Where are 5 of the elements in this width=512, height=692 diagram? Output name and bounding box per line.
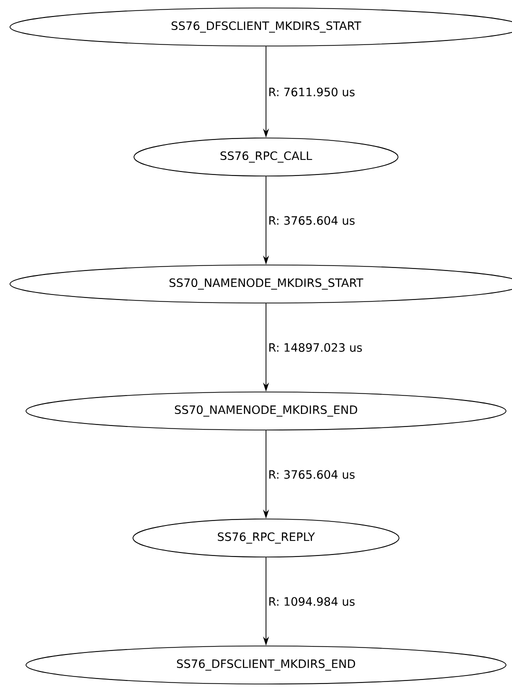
- edge-label: R: 3765.604 us: [267, 215, 356, 226]
- edge-label: R: 14897.023 us: [267, 342, 364, 353]
- edge-label: R: 1094.984 us: [267, 596, 356, 607]
- edge-label: R: 7611.950 us: [267, 86, 356, 98]
- edge-label: R: 3765.604 us: [267, 469, 356, 480]
